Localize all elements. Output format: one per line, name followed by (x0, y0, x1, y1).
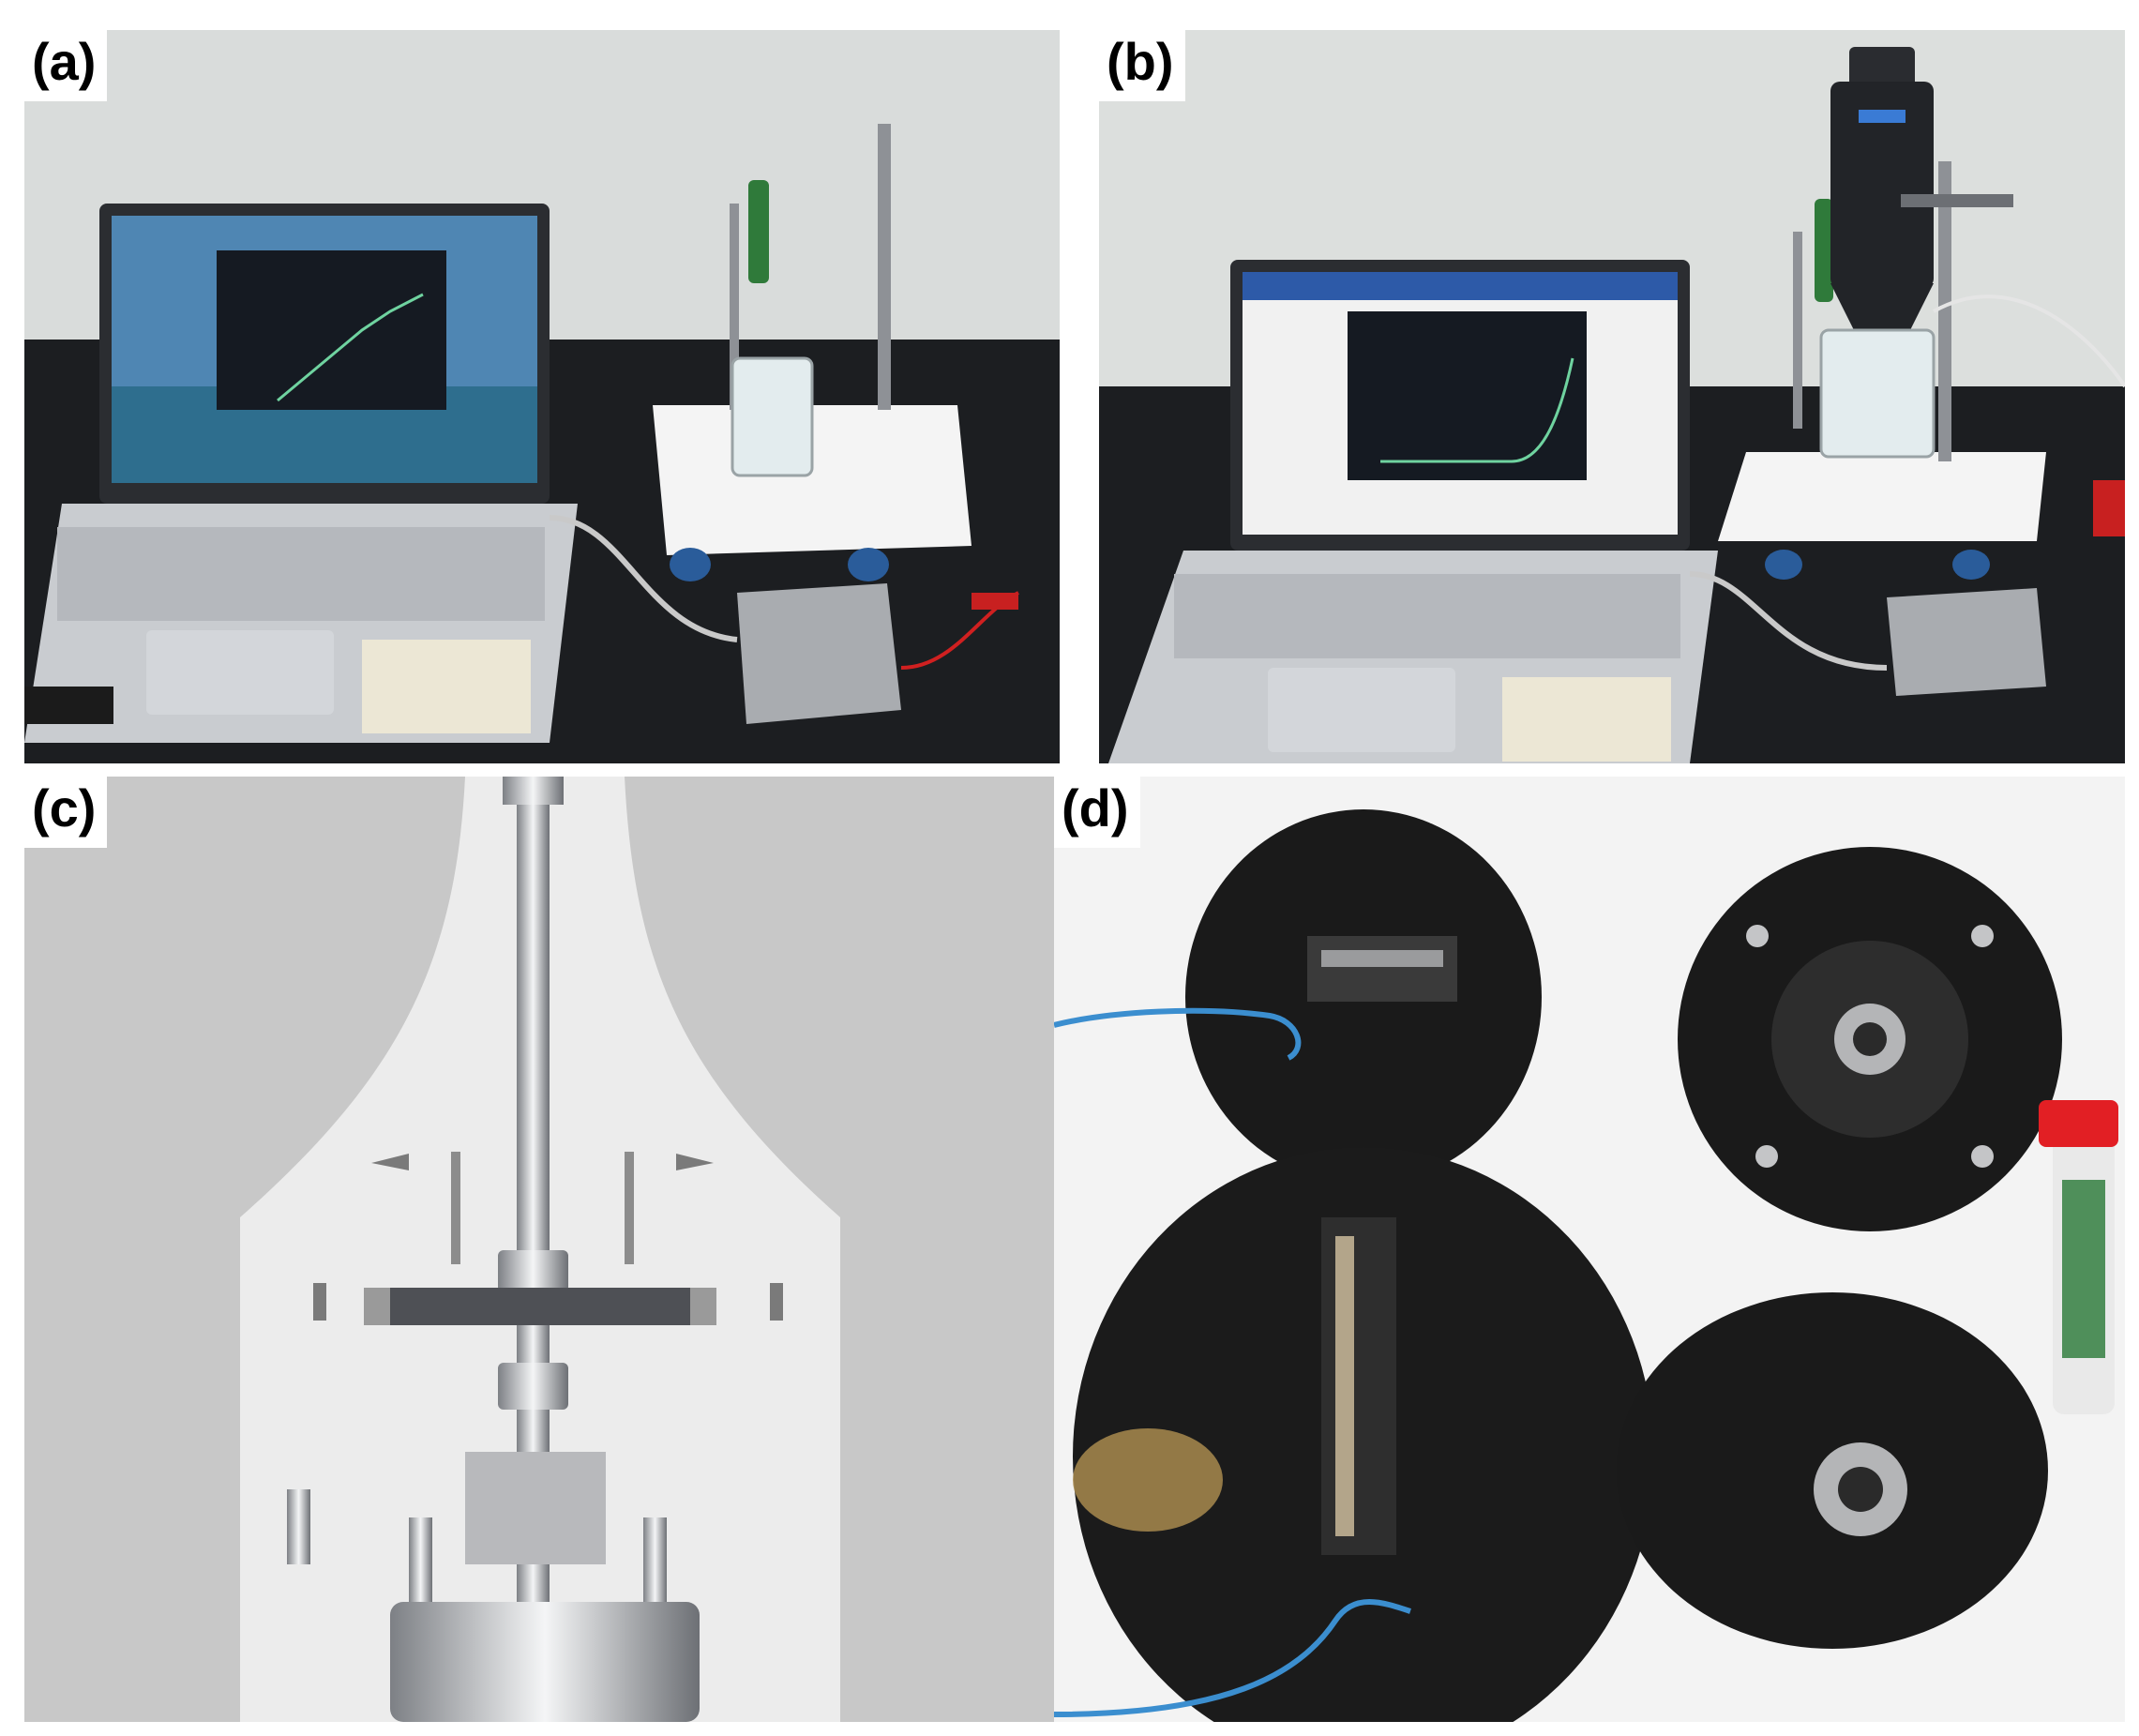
render-c-stirrer-cross-section (24, 777, 1060, 1722)
photo-a-laptop-beaker-setup (24, 30, 1060, 763)
photo-panel-b: (b) (1099, 30, 2125, 763)
photo-panel-d: (d) (1054, 777, 2125, 1722)
photo-b-laptop-motor-setup (1099, 30, 2125, 763)
photo-panel-a: (a) (24, 30, 1060, 763)
photo-d-printed-parts (1054, 777, 2125, 1722)
panel-label-c: (c) (24, 777, 108, 848)
panel-label-d: (d) (1054, 777, 1140, 848)
panel-label-b: (b) (1099, 30, 1185, 101)
render-panel-c: (c) (24, 777, 1060, 1722)
panel-label-a: (a) (24, 30, 108, 101)
